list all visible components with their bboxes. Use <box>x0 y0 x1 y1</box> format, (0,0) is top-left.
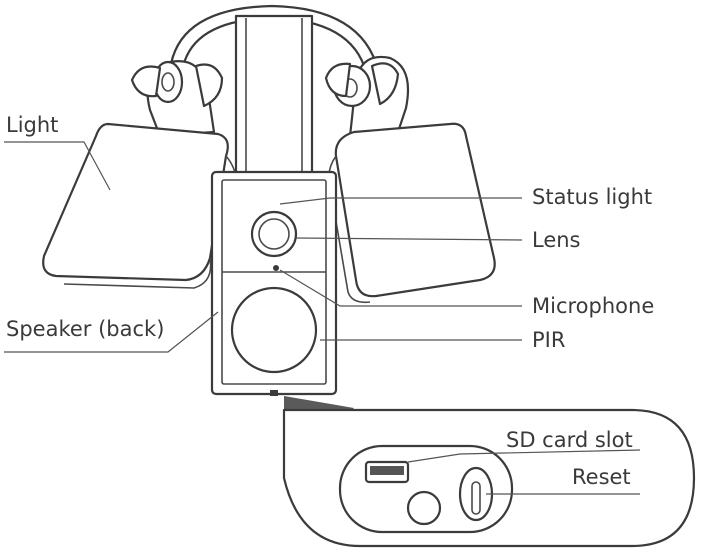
label-pir: PIR <box>532 328 565 352</box>
pir-sensor-icon <box>230 286 318 374</box>
bottom-callout <box>282 396 696 548</box>
label-light: Light <box>6 113 58 137</box>
right-light <box>324 55 496 304</box>
label-sd-card-slot: SD card slot <box>506 428 633 452</box>
label-microphone: Microphone <box>532 294 654 318</box>
leader-lines <box>4 141 641 495</box>
round-button-icon <box>406 490 442 526</box>
label-reset: Reset <box>572 465 631 489</box>
left-light <box>42 60 238 289</box>
labels: Light Status light Lens Microphone Speak… <box>6 113 654 489</box>
mounting-arch <box>168 4 380 178</box>
label-status-light: Status light <box>532 185 652 209</box>
camera-body <box>210 170 338 396</box>
label-speaker: Speaker (back) <box>6 317 164 341</box>
label-lens: Lens <box>532 228 581 252</box>
microphone-icon <box>273 265 279 271</box>
